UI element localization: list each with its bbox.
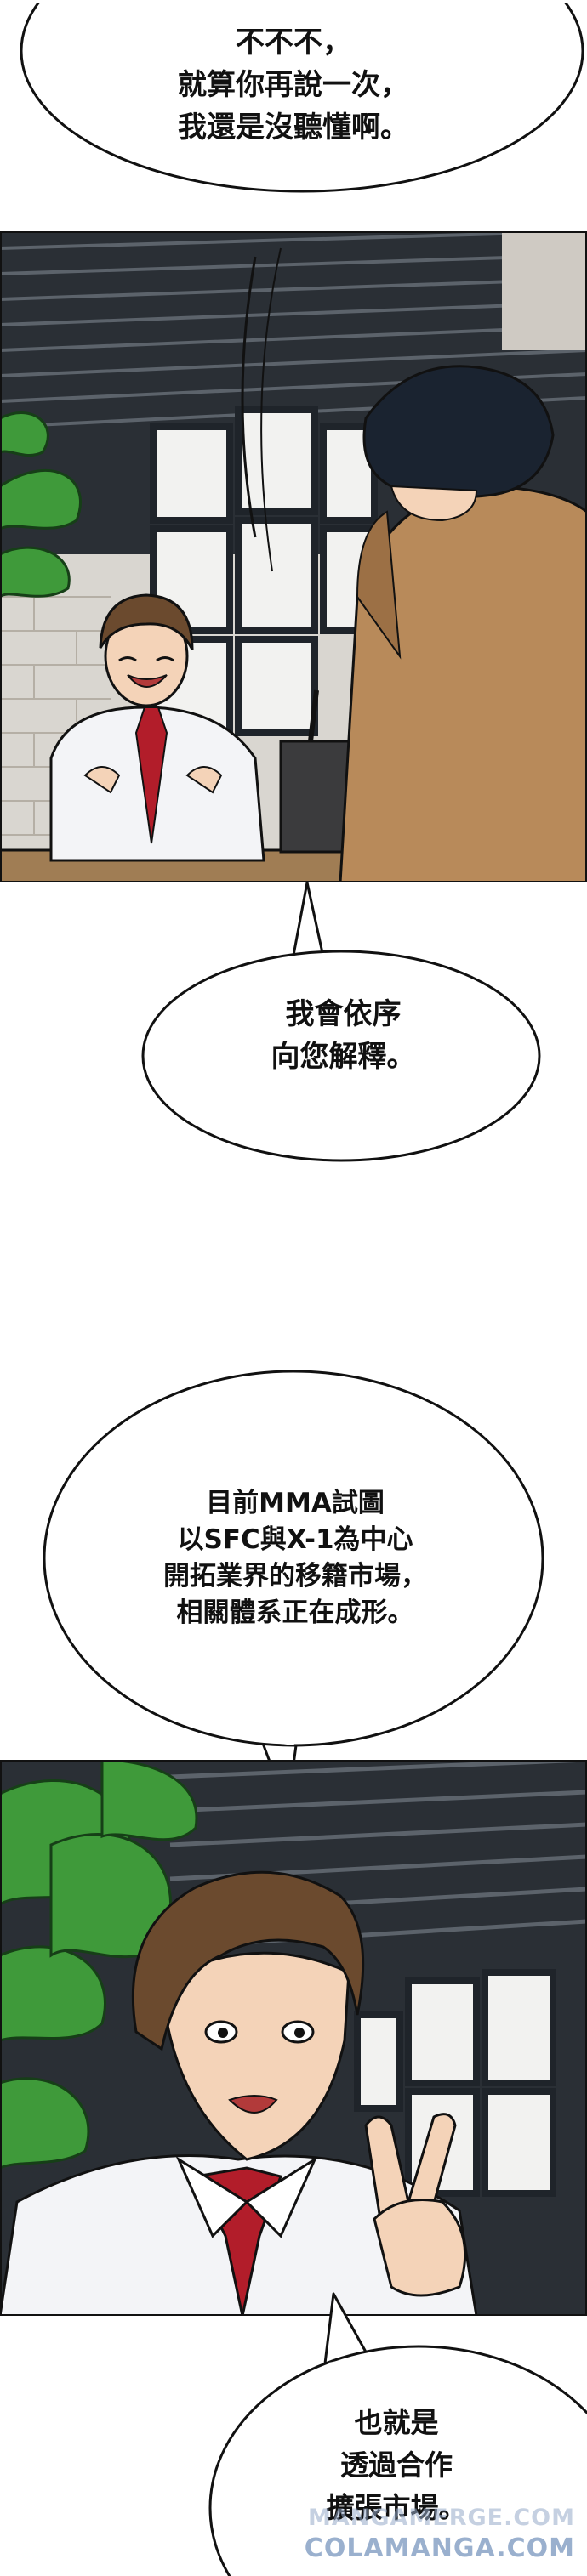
bubble-4-line: 也就是 <box>354 2406 439 2439</box>
speech-bubble-1: 不不不， 就算你再說一次， 我還是沒聽懂啊。 <box>0 0 587 200</box>
window-grid <box>150 406 378 745</box>
plant <box>0 411 82 599</box>
bubble-1-line: 不不不， <box>236 25 351 60</box>
bubble-2-line: 我會依序 <box>285 997 402 1031</box>
bubble-2-line: 向您解釋。 <box>271 1040 416 1074</box>
speech-bubble-2-text: 我會依序 向您解釋。 <box>141 906 545 1165</box>
speech-bubble-3: 目前MMA試圖 以SFC與X-1為中心 開拓業界的移籍市場， 相關體系正在成形。 <box>41 1367 550 1819</box>
speech-bubble-2: 我會依序 向您解釋。 <box>141 859 545 1165</box>
speech-bubble-1-shape <box>0 0 587 193</box>
bubble-3-line: 開拓業界的移籍市場， <box>163 1561 427 1592</box>
man-brown-hair <box>0 1870 478 2316</box>
bubble-3-line: 相關體系正在成形。 <box>176 1597 414 1628</box>
bubble-4-line: 透過合作 <box>340 2448 453 2482</box>
bubble-1-line: 就算你再說一次， <box>178 67 409 102</box>
man-brown-suit <box>339 365 587 882</box>
bubble-3-line: 以SFC與X-1為中心 <box>177 1524 413 1555</box>
speech-bubble-4: 也就是 透過合作 擴張市場。 <box>206 2287 587 2576</box>
smiling-man <box>49 593 265 862</box>
bubble-3-line: 目前MMA試圖 <box>206 1488 385 1518</box>
speech-bubble-4-text: 也就是 透過合作 擴張市場。 <box>206 2363 587 2567</box>
v-sign-hand <box>364 2113 467 2297</box>
speech-bubble-1-text: 不不不， 就算你再說一次， 我還是沒聽懂啊。 <box>0 0 587 184</box>
panel-office-two-men <box>0 231 587 882</box>
panel-man-v-sign <box>0 1760 587 2316</box>
bubble-4-line: 擴張市場。 <box>326 2491 467 2524</box>
watermark-mangamerge: MANGAMERGE.COM <box>307 2505 575 2531</box>
speech-bubble-3-text: 目前MMA試圖 以SFC與X-1為中心 開拓業界的移籍市場， 相關體系正在成形。 <box>41 1367 550 1750</box>
bubble-1-line: 我還是沒聽懂啊。 <box>178 110 409 145</box>
watermark-colamanga: COLAMANGA.COM <box>304 2533 575 2563</box>
panel-2-illustration <box>0 1760 587 2316</box>
speech-bubble-4-shape <box>208 2292 587 2576</box>
panel-1-illustration <box>0 231 587 882</box>
speech-bubble-2-shape <box>141 881 541 1162</box>
